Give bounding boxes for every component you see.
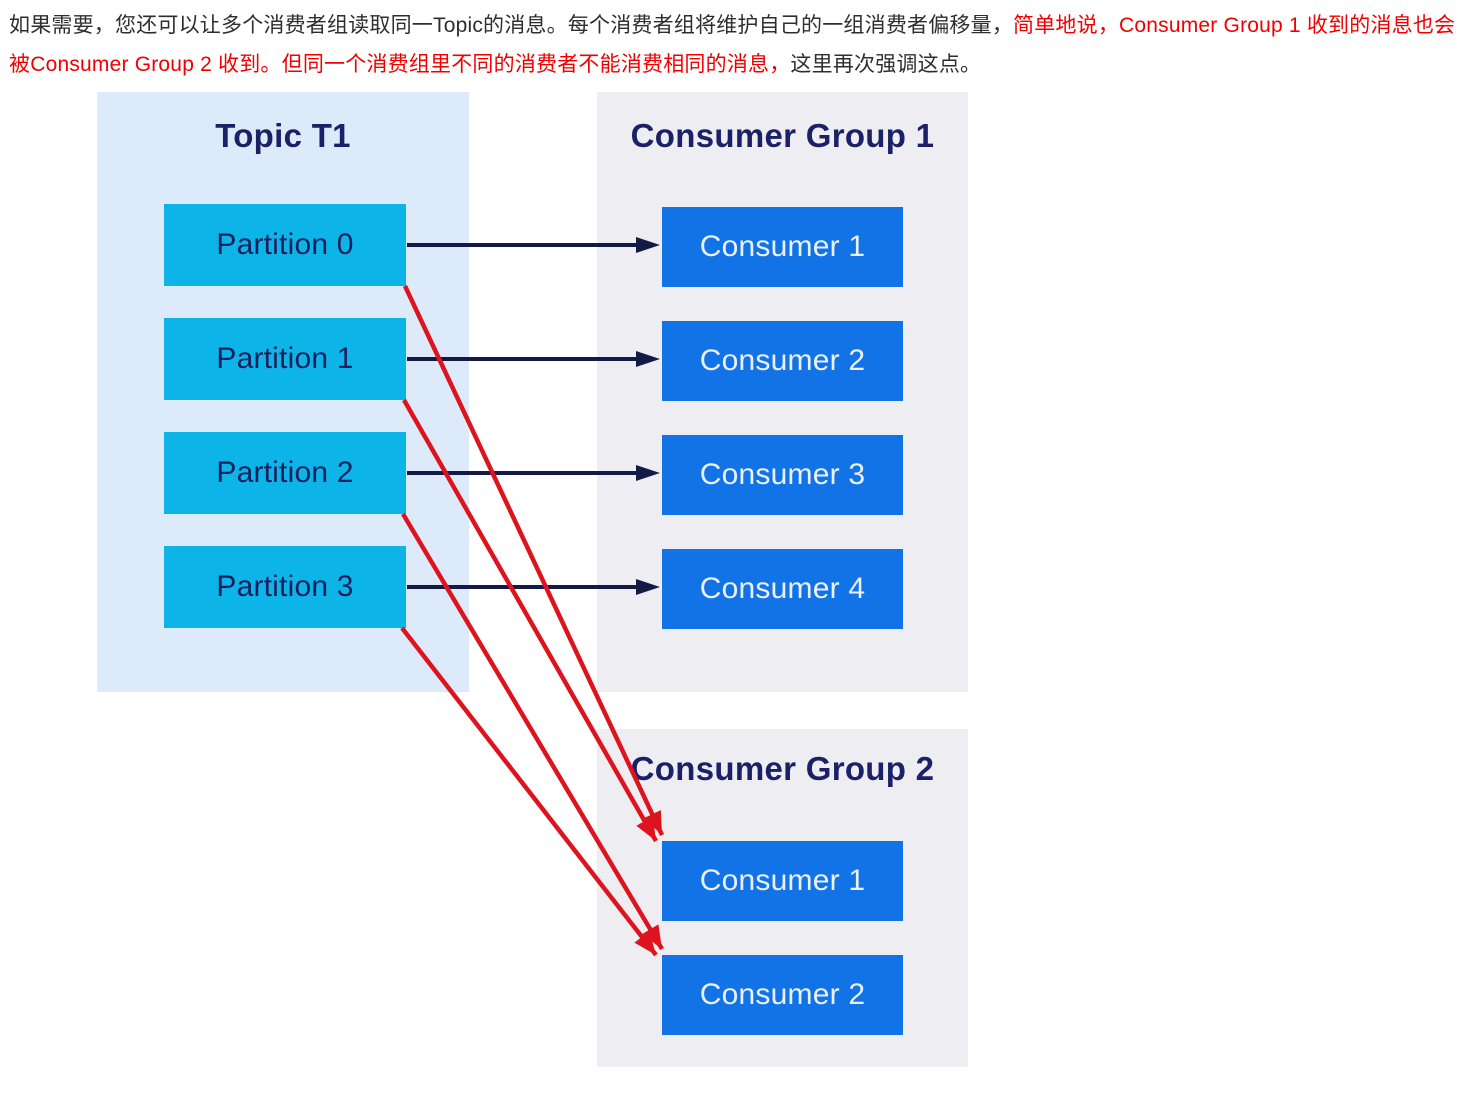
consumer-group-2-title: Consumer Group 2 — [630, 750, 935, 787]
intro-segment-black-1: 如果需要，您还可以让多个消费者组读取同一Topic的消息。每个消费者组将维护自己… — [9, 14, 1014, 37]
partition-box-2: Partition 2 — [164, 432, 406, 514]
group1-consumer-box-2: Consumer 2 — [662, 321, 903, 401]
group1-consumer-box-4: Consumer 4 — [662, 549, 903, 629]
group2-consumer-box-1: Consumer 1 — [662, 841, 903, 921]
consumer-group-1-title: Consumer Group 1 — [630, 117, 935, 154]
partition-box-0: Partition 0 — [164, 204, 406, 286]
topic-title: Topic T1 — [215, 117, 351, 154]
partition-box-1: Partition 1 — [164, 318, 406, 400]
group1-consumer-box-1: Consumer 1 — [662, 207, 903, 287]
intro-segment-black-2: 这里再次强调这点。 — [790, 52, 982, 76]
intro-paragraph: 如果需要，您还可以让多个消费者组读取同一Topic的消息。每个消费者组将维护自己… — [0, 0, 1474, 84]
intro-segment-red: 简单地说，Consumer Group 1 收到的消息也会被Consumer G… — [9, 14, 1456, 76]
kafka-consumer-groups-diagram: Topic T1 Consumer Group 1 Consumer Group… — [0, 84, 1474, 1107]
group1-consumer-box-3: Consumer 3 — [662, 435, 903, 515]
partition-box-3: Partition 3 — [164, 546, 406, 628]
group2-consumer-box-2: Consumer 2 — [662, 955, 903, 1035]
